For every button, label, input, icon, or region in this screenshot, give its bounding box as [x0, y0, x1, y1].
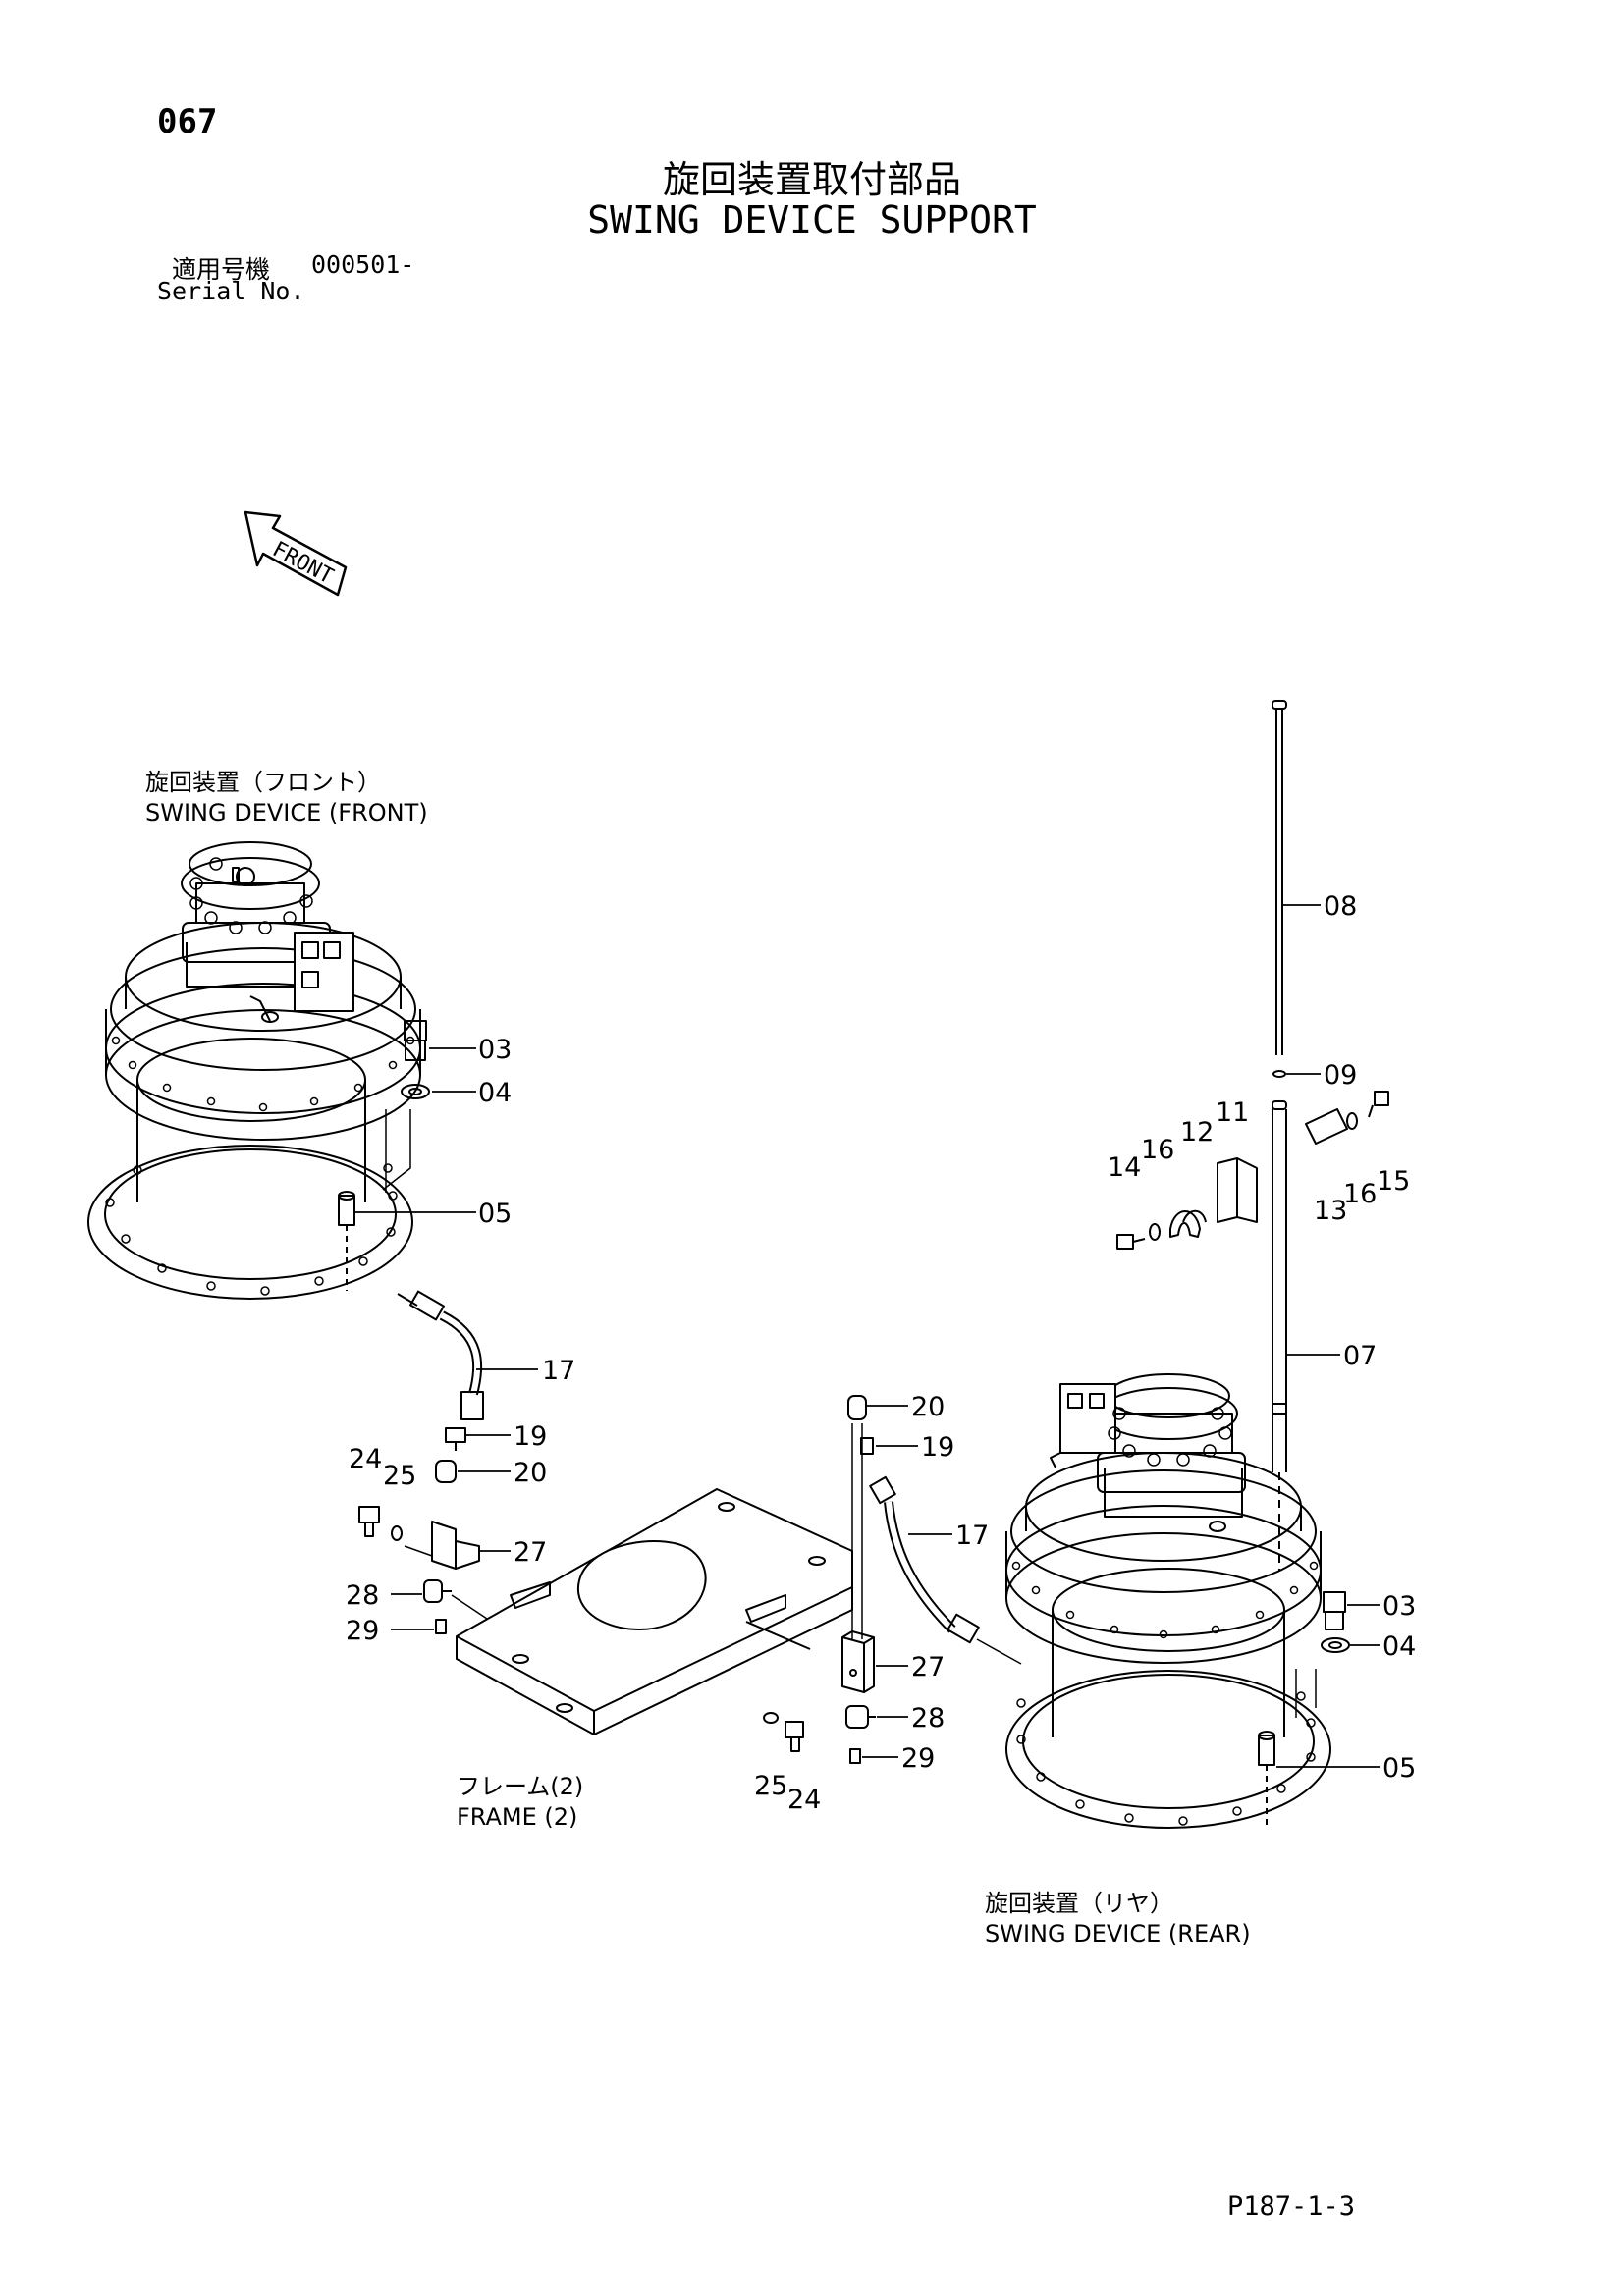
callout-front-28: 28 [346, 1580, 379, 1611]
rear-swing-device-drawing [1005, 1373, 1350, 1829]
callout-mid-19: 19 [921, 1432, 954, 1463]
callout-16b: 16 [1343, 1179, 1377, 1209]
front-swing-device-drawing [87, 841, 430, 1300]
front-lower-fittings [358, 1460, 512, 1635]
serial-value: 000501- [311, 250, 415, 279]
callout-11: 11 [1216, 1097, 1249, 1128]
rear-device-label-jp: 旋回装置（リヤ） [985, 1890, 1173, 1917]
serial-label-english: Serial No. [157, 277, 305, 305]
mid-fittings [763, 1395, 1022, 1764]
rear-device-label-en: SWING DEVICE (REAR) [985, 1920, 1251, 1948]
frame-label-en: FRAME (2) [457, 1803, 578, 1831]
callout-front-27: 27 [514, 1537, 547, 1568]
callout-13: 13 [1314, 1196, 1347, 1226]
callout-12: 12 [1180, 1117, 1214, 1148]
leader-lines [355, 904, 1380, 1768]
callout-front-25: 25 [383, 1461, 416, 1491]
callout-front-03: 03 [478, 1035, 512, 1065]
callout-14: 14 [1108, 1152, 1141, 1183]
frame-label: フレーム(2) FRAME (2) [457, 1772, 583, 1833]
rear-device-label: 旋回装置（リヤ） SWING DEVICE (REAR) [985, 1889, 1251, 1949]
callout-front-19: 19 [514, 1421, 547, 1452]
callout-08: 08 [1324, 891, 1357, 922]
callout-rear-05: 05 [1382, 1753, 1416, 1784]
callout-15: 15 [1377, 1166, 1410, 1197]
callout-mid-20: 20 [911, 1392, 945, 1422]
front-direction-arrow: FRONT [244, 510, 348, 597]
front-device-label-jp: 旋回装置（フロント） [145, 769, 381, 796]
callout-front-20: 20 [514, 1458, 547, 1488]
callout-front-05: 05 [478, 1199, 512, 1229]
rods-and-brackets [1116, 700, 1389, 1571]
callout-16a: 16 [1141, 1135, 1174, 1165]
callout-07: 07 [1343, 1341, 1377, 1371]
page-number: 067 [157, 102, 218, 141]
callout-mid-25: 25 [754, 1771, 787, 1801]
callout-mid-28: 28 [911, 1703, 945, 1734]
title-english: SWING DEVICE SUPPORT [587, 198, 1037, 241]
callout-mid-24: 24 [787, 1785, 821, 1815]
callout-09: 09 [1324, 1060, 1357, 1091]
callout-front-29: 29 [346, 1616, 379, 1646]
callout-rear-03: 03 [1382, 1591, 1416, 1622]
callout-mid-27: 27 [911, 1652, 945, 1682]
callout-mid-29: 29 [901, 1743, 935, 1774]
callout-front-24: 24 [349, 1444, 382, 1474]
frame-label-jp: フレーム(2) [457, 1773, 584, 1800]
callout-rear-04: 04 [1382, 1631, 1416, 1662]
reference-code: P187-1-3 [1227, 2191, 1356, 2221]
frame-plate-drawing [456, 1488, 853, 1735]
front-device-label: 旋回装置（フロント） SWING DEVICE (FRONT) [145, 768, 428, 828]
callout-front-17: 17 [542, 1356, 575, 1386]
title-japanese: 旋回装置取付部品 [662, 158, 961, 201]
serial-label-japanese: 適用号機 [172, 255, 271, 284]
callout-front-04: 04 [478, 1078, 512, 1108]
front-device-label-en: SWING DEVICE (FRONT) [145, 799, 428, 827]
callout-mid-17: 17 [955, 1521, 989, 1551]
front-hose-17 [397, 1290, 484, 1451]
